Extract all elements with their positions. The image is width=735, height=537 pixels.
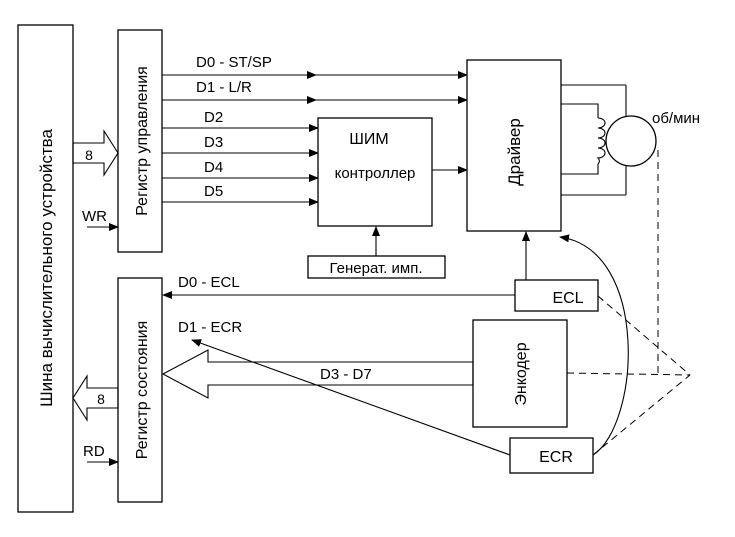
control-lines: D0 - ST/SP D1 - L/R D2 D3 D4 D5 <box>162 54 468 206</box>
sensor-dash-lines <box>566 295 691 456</box>
wr-label: WR <box>82 208 107 225</box>
d0-label: D0 - ST/SP <box>196 54 272 71</box>
pwm-controller-block: ШИМ контроллер <box>317 117 433 227</box>
pulse-generator-block: Генерат. имп. <box>307 255 446 279</box>
control-register-block: Регистр управления <box>117 29 163 253</box>
rpm-label: об/мин <box>652 110 700 127</box>
pwm-subtitle: контроллер <box>335 165 416 182</box>
rd-signal: RD <box>83 443 119 466</box>
ecl-sensor-block: ECL <box>514 279 599 312</box>
ecr-label: ECR <box>539 449 573 466</box>
d1-label: D1 - L/R <box>196 79 252 96</box>
d4-label: D4 <box>204 159 223 176</box>
feedback-curve <box>559 234 629 456</box>
status-register-label: Регистр состояния <box>134 321 151 460</box>
ecr-sensor-block: ECR <box>509 437 594 474</box>
bus-in-arrow: 8 <box>72 129 119 177</box>
bus-in-width: 8 <box>85 147 93 163</box>
bus-block: Шина вычислительного устройства <box>17 24 74 513</box>
ecl-line-label: D0 - ECL <box>178 274 240 291</box>
encoder-bus-label: D3 - D7 <box>320 366 372 383</box>
encoder-bus-arrow: D3 - D7 <box>161 349 474 399</box>
status-register-block: Регистр состояния <box>117 277 163 503</box>
rd-label: RD <box>83 443 105 460</box>
encoder-label: Энкодер <box>513 342 530 405</box>
encoder-block: Энкодер <box>472 319 568 428</box>
bus-label: Шина вычислительного устройства <box>37 129 56 407</box>
control-register-label: Регистр управления <box>134 66 151 216</box>
ecr-line-label: D1 - ECR <box>178 319 242 336</box>
wr-signal: WR <box>82 208 119 231</box>
pulse-generator-label: Генерат. имп. <box>330 260 423 277</box>
d2-label: D2 <box>204 109 223 126</box>
d3-label: D3 <box>204 134 223 151</box>
motor-rotor-circle <box>605 115 657 167</box>
driver-block: Драйвер <box>466 59 562 232</box>
pwm-title: ШИМ <box>349 131 389 148</box>
driver-label: Драйвер <box>505 118 524 186</box>
ecl-label: ECL <box>552 290 583 307</box>
d5-label: D5 <box>204 183 223 200</box>
motor: об/мин <box>561 84 700 375</box>
bus-out-arrow: 8 <box>72 374 119 422</box>
bus-out-width: 8 <box>97 391 105 407</box>
